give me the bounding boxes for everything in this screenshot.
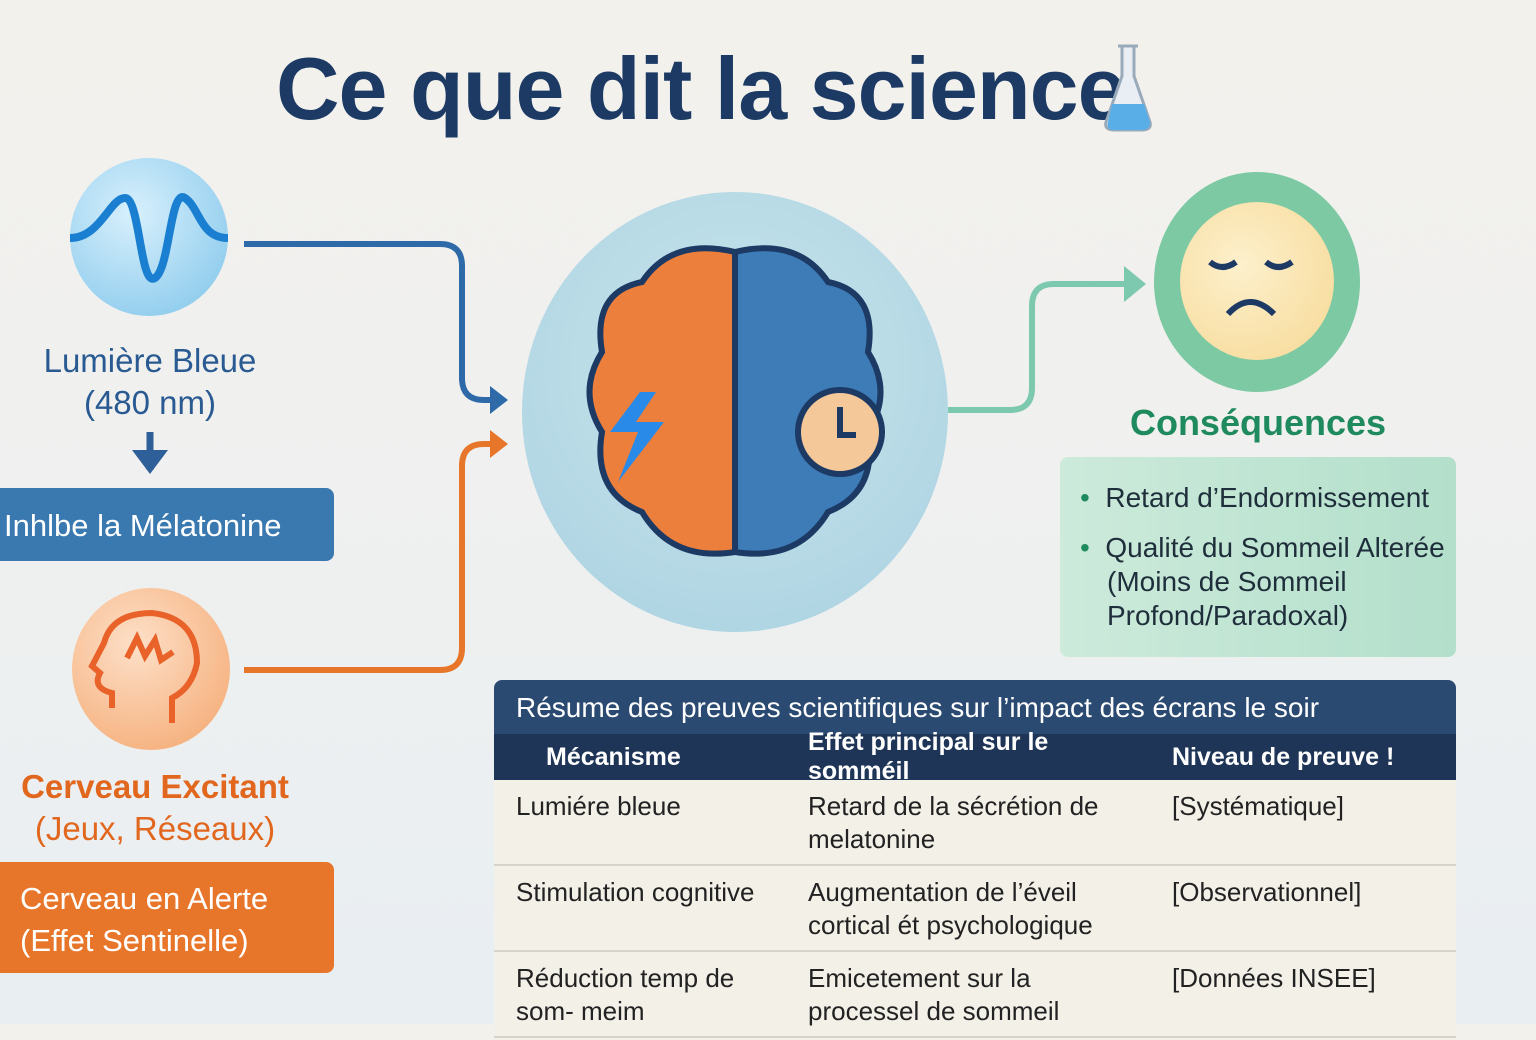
alert-brain-title: Cerveau en Alerte: [20, 881, 269, 916]
sad-face-icon: [1154, 172, 1360, 392]
page-title: Ce que dit la science: [276, 39, 1127, 138]
sine-wave-icon: [69, 158, 229, 316]
flask-icon: [1104, 44, 1152, 132]
alert-brain-subtitle: (Effet Sentinelle): [20, 923, 249, 958]
brain-icon: [522, 192, 948, 632]
consequences-box: • Retard d’Endormissement • Qualité du S…: [1060, 457, 1456, 657]
consequence-item: • Retard d’Endormissement: [1080, 482, 1430, 513]
blue-light-wavelength: (480 nm): [83, 384, 217, 421]
alert-brain-box: Cerveau en Alerte (Effet Sentinelle): [0, 862, 334, 973]
excited-brain-examples: (Jeux, Réseaux): [34, 810, 276, 847]
excited-brain-label: Cerveau Excitant: [21, 768, 289, 805]
header-effect: Effet principal sur le somméil: [808, 728, 1049, 785]
inhibit-melatonin-box: Inhlbe la Mélatonine: [0, 488, 334, 561]
consequences-title: Conséquences: [1129, 402, 1387, 443]
table-header: Mécanisme Effet principal sur le somméil…: [494, 728, 1456, 785]
header-evidence: Niveau de preuve !: [1172, 742, 1395, 771]
blue-light-label: Lumière Bleue: [43, 342, 257, 379]
agitated-head-icon: [72, 588, 230, 750]
header-mechanism: Mécanisme: [546, 742, 681, 771]
consequence-item: • Qualité du Sommeil Alterée (Moins de S…: [1080, 532, 1445, 631]
evidence-table: Résume des preuves scientifiques sur l’i…: [494, 680, 1456, 1040]
table-caption: Résume des preuves scientifiques sur l’i…: [494, 680, 1456, 734]
